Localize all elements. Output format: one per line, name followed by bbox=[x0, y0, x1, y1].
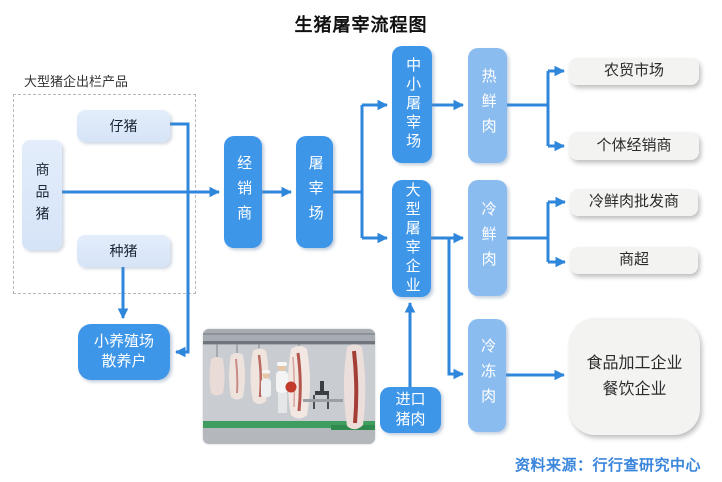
node-breeding-pig: 种猪 bbox=[77, 235, 170, 267]
source-note: 资料来源：行行查研究中心 bbox=[514, 457, 701, 474]
group-dashed-outline bbox=[13, 94, 196, 294]
node-farmers-market: 农贸市场 bbox=[569, 58, 699, 85]
slaughterhouse-photo bbox=[203, 329, 375, 444]
node-piglet: 仔猪 bbox=[77, 110, 170, 142]
node-individual-dealers: 个体经销商 bbox=[569, 132, 699, 160]
node-food-processing-catering: 食品加工企业 餐饮企业 bbox=[569, 318, 700, 435]
node-supermarkets: 商超 bbox=[570, 247, 698, 274]
edge-chilled-split-trunk bbox=[507, 202, 550, 262]
node-hot-fresh-meat: 热鲜肉 bbox=[468, 48, 507, 163]
node-small-farms-households: 小养殖场 散养户 bbox=[78, 324, 170, 380]
node-slaughterhouse: 屠宰场 bbox=[296, 136, 333, 248]
node-dealer: 经销商 bbox=[224, 136, 262, 248]
slaughterhouse-photo-art bbox=[203, 329, 375, 444]
node-commodity-pig: 商品猪 bbox=[22, 140, 62, 250]
node-large-slaughter-enterprise: 大型屠宰企业 bbox=[392, 180, 431, 297]
node-small-medium-slaughterhouse: 中小屠宰场 bbox=[392, 46, 432, 163]
group-label-large-pig-enterprise-products: 大型猪企出栏产品 bbox=[24, 74, 129, 89]
node-imported-pork: 进口 猪肉 bbox=[380, 387, 441, 433]
edge-piglet-to-small-farms bbox=[170, 122, 190, 358]
edge-slaughterhouse-split-trunk bbox=[333, 105, 364, 238]
node-chilled-meat-wholesalers: 冷鲜肉批发商 bbox=[570, 189, 698, 216]
edge-large-to-frozen bbox=[447, 239, 465, 380]
edge-hot-fresh-split-trunk bbox=[507, 71, 550, 146]
node-chilled-fresh-meat: 冷鲜肉 bbox=[468, 180, 507, 296]
node-frozen-meat: 冷冻肉 bbox=[468, 319, 506, 432]
chart-title: 生猪屠宰流程图 bbox=[294, 15, 428, 35]
